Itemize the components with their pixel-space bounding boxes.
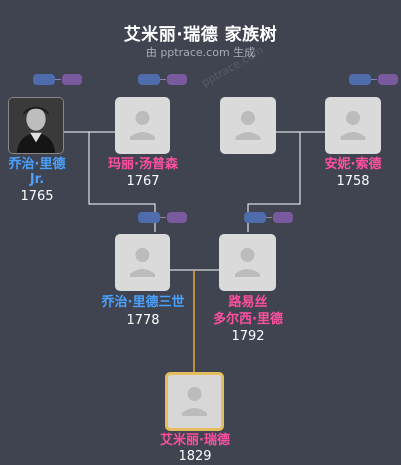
portrait-photo: [8, 97, 64, 154]
person-name-line1: 路易丝: [228, 295, 268, 310]
person-silhouette-icon: [130, 248, 155, 277]
badge-father-louise[interactable]: [244, 212, 266, 223]
avatar-placeholder: [220, 97, 276, 154]
person-silhouette-icon: [130, 111, 155, 140]
badge-link: [266, 217, 272, 218]
person-name-line2: 多尔西·里德: [213, 312, 283, 327]
badge-father-george3[interactable]: [138, 212, 160, 223]
badge-link: [160, 79, 166, 80]
avatar-placeholder-selected: [165, 372, 224, 431]
page-title: 艾米丽·瑞德 家族树: [123, 25, 278, 45]
person-name: 玛丽·汤普森: [108, 157, 178, 172]
badge-link: [371, 79, 377, 80]
person-birth-year: 1829: [178, 449, 212, 464]
person-silhouette-icon: [182, 387, 207, 416]
person-birth-year: 1758: [336, 174, 370, 189]
avatar-placeholder: [219, 234, 276, 291]
person-birth-year: 1778: [126, 313, 160, 328]
person-name-suffix: Jr.: [29, 172, 45, 187]
person-silhouette-icon: [340, 111, 366, 140]
badge-father-left[interactable]: [33, 74, 55, 85]
page-subtitle: 由 pptrace.com 生成: [145, 46, 256, 59]
person-birth-year: 1792: [231, 329, 265, 344]
badge-mother-louise[interactable]: [273, 212, 293, 223]
badge-mother-george3[interactable]: [167, 212, 187, 223]
person-name: 乔治·里德三世: [101, 295, 185, 310]
person-birth-year: 1767: [126, 174, 160, 189]
person-silhouette-icon: [235, 248, 260, 277]
badge-mother-anne[interactable]: [378, 74, 398, 85]
portrait-icon: [9, 98, 63, 153]
avatar-placeholder: [325, 97, 381, 154]
badge-link: [55, 79, 61, 80]
person-name: 安妮·索德: [324, 157, 382, 172]
person-name: 艾米丽·瑞德: [160, 433, 230, 448]
avatar-placeholder: [115, 97, 170, 154]
badge-link: [160, 217, 166, 218]
badge-father-mary[interactable]: [138, 74, 160, 85]
person-birth-year: 1765: [20, 189, 54, 204]
person-name: 乔治·里德: [8, 157, 66, 172]
person-silhouette-icon: [235, 111, 261, 140]
avatar-placeholder: [115, 234, 170, 291]
badge-mother-left[interactable]: [62, 74, 82, 85]
badge-mother-mary[interactable]: [167, 74, 187, 85]
badge-father-anne[interactable]: [349, 74, 371, 85]
